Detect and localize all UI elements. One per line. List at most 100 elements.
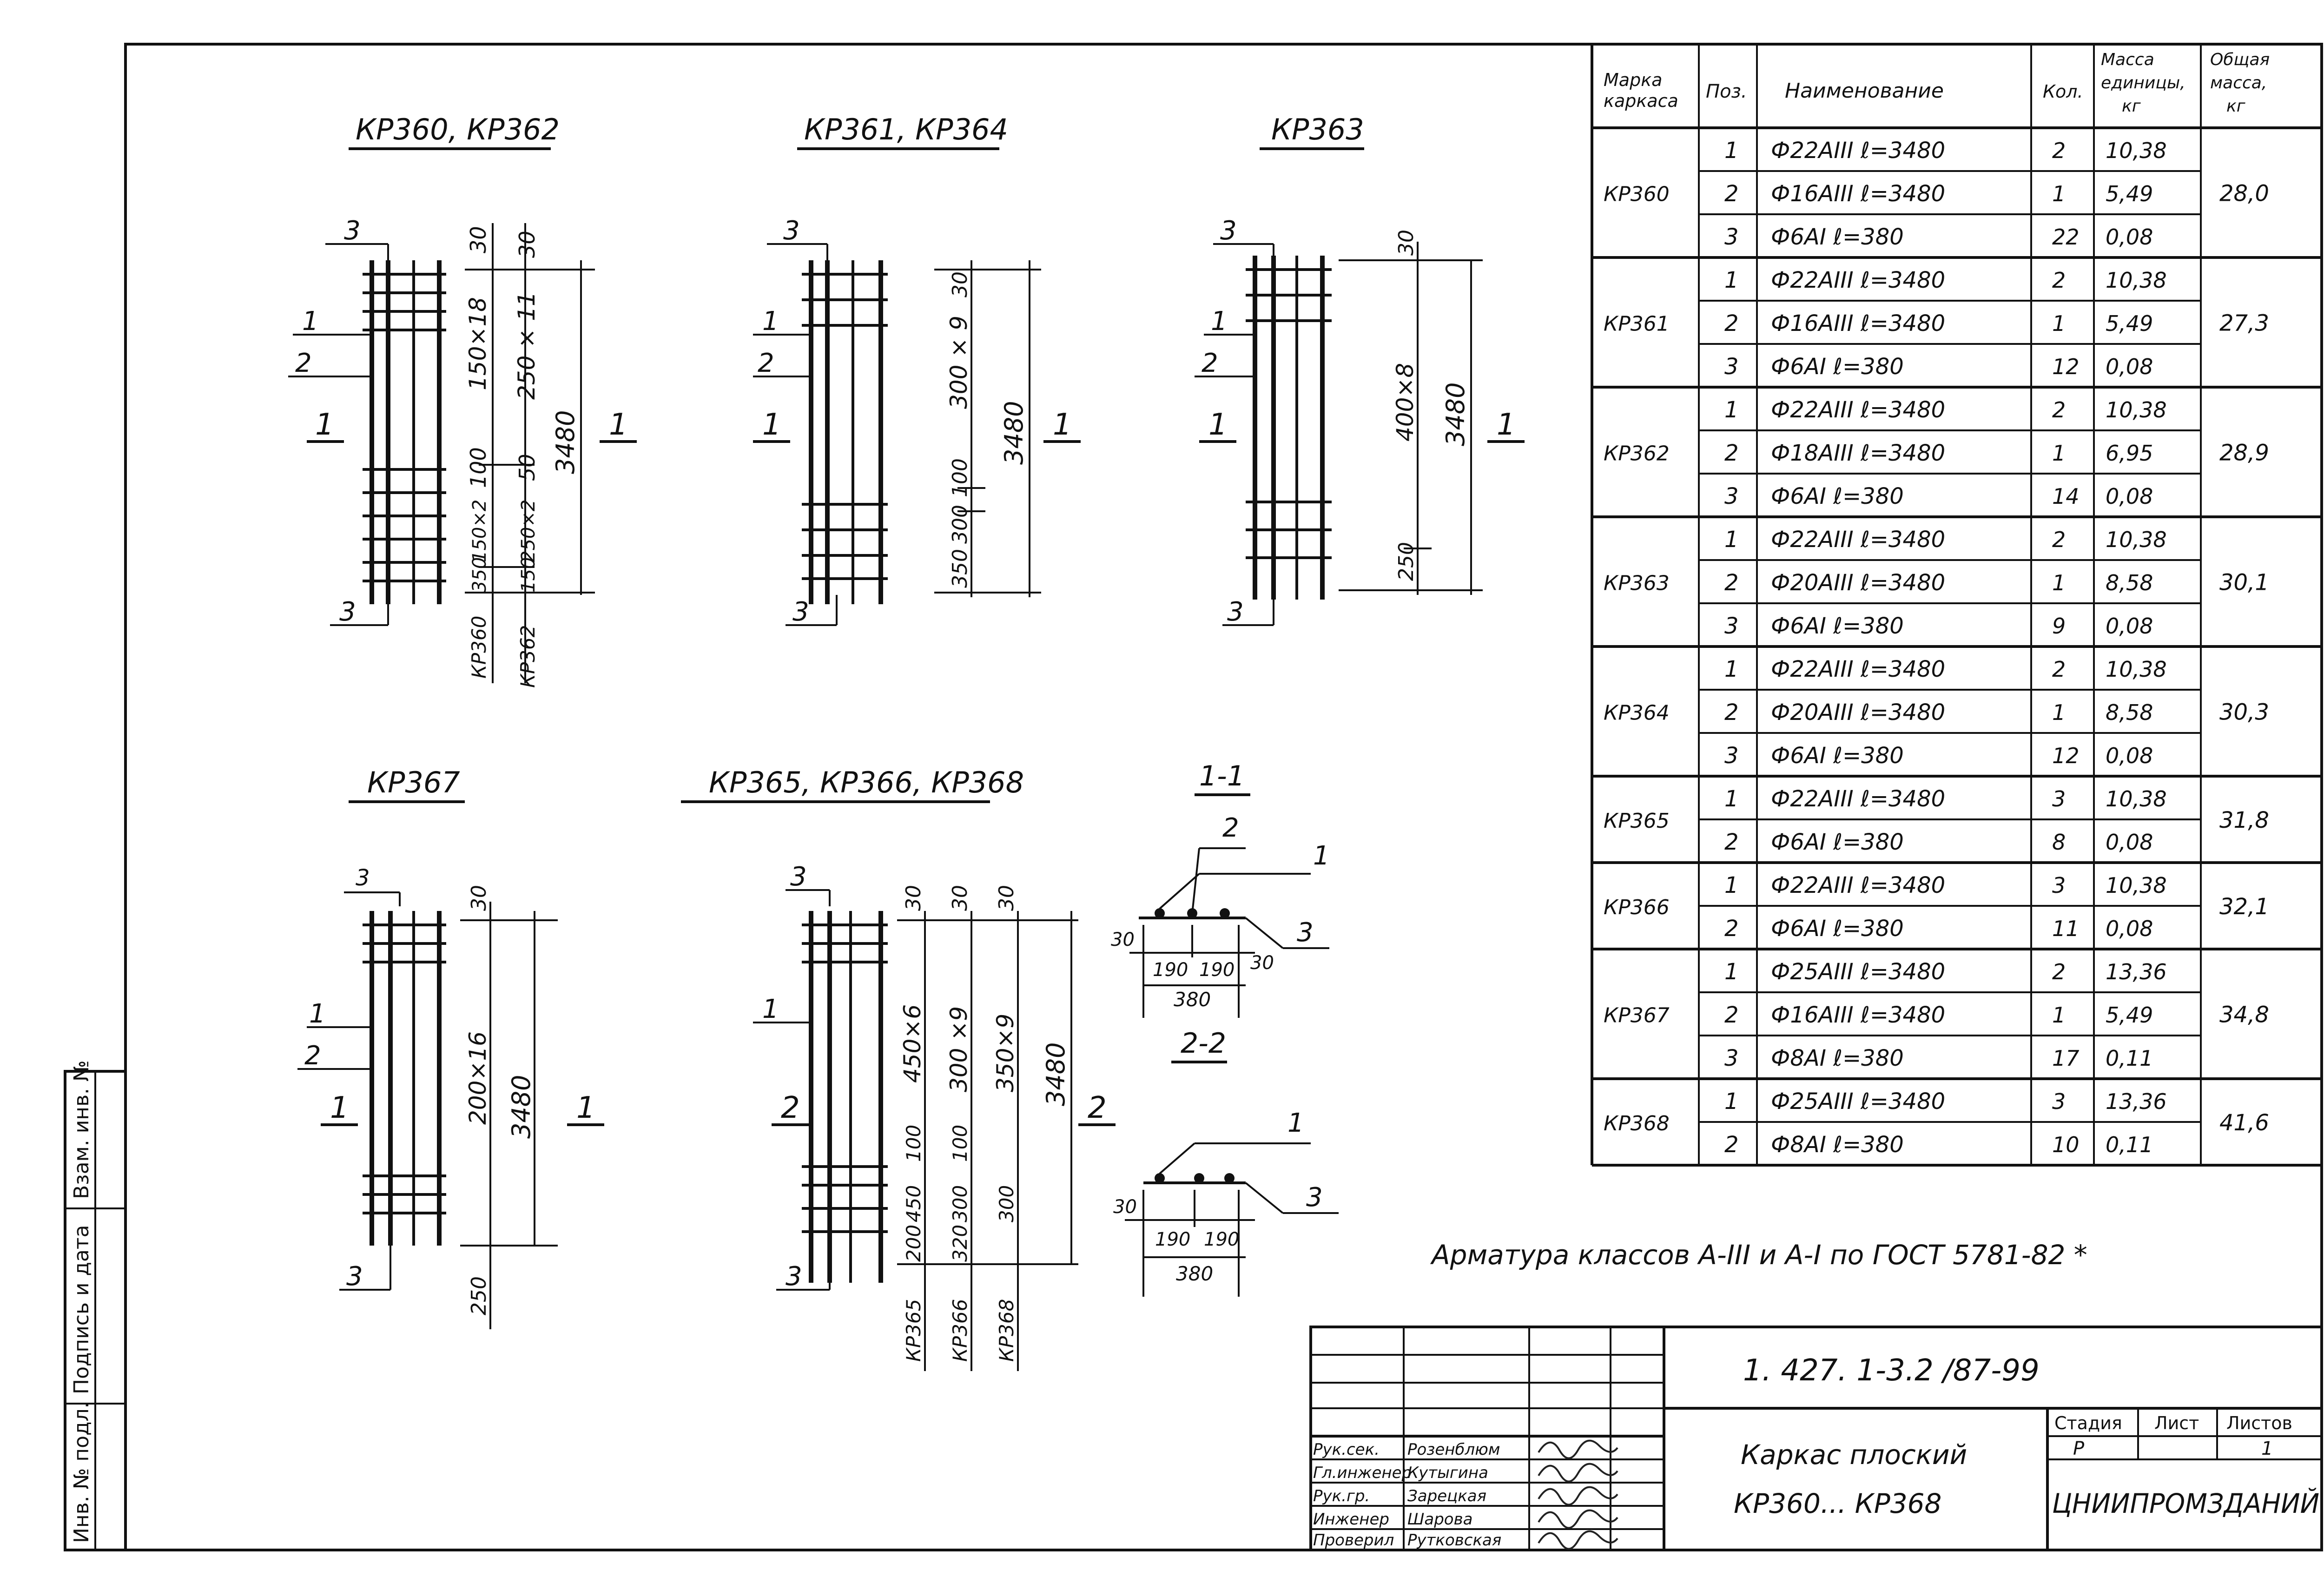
table-name-cell: Ф6АI ℓ=380 [1771, 354, 1904, 380]
dim-bot-b: 150 [518, 557, 539, 593]
dim-low-a: 450 [902, 1185, 925, 1222]
view-kp361-kp364: КР361, КР364 3 1 2 1 1 3 30 300 × 9 100 [753, 112, 1081, 627]
dim-mid-b: 100 [949, 1125, 971, 1162]
view-title: КР363 [1271, 112, 1364, 146]
leader-2: 2 [1202, 348, 1218, 378]
section-mark-right: 2 [1088, 1091, 1107, 1125]
header-unit-mass-2: единицы, [2101, 73, 2185, 92]
table-qty-cell: 12 [2052, 354, 2080, 379]
view-title: КР365, КР366, КР368 [709, 765, 1024, 799]
table-name-cell: Ф22АIII ℓ=3480 [1771, 786, 1945, 812]
table-qty-cell: 2 [2052, 959, 2066, 984]
table-pos-cell: 2 [1724, 1002, 1739, 1028]
leader-3: 3 [1297, 917, 1314, 948]
dim-upper-b: 250 × 11 [513, 291, 540, 400]
table-unit-mass-cell: 0,11 [2106, 1046, 2153, 1071]
header-mark-2: каркаса [1604, 91, 1678, 111]
table-pos-cell: 1 [1724, 138, 1739, 164]
mark-kp362: КР362 [516, 625, 539, 688]
table-qty-cell: 3 [2052, 873, 2066, 898]
table-qty-cell: 8 [2052, 830, 2066, 855]
view-title: КР361, КР364 [804, 112, 1008, 146]
table-unit-mass-cell: 5,49 [2106, 311, 2153, 336]
section-mark-right: 1 [1053, 408, 1072, 442]
table-pos-cell: 2 [1724, 181, 1739, 207]
table-name-cell: Ф20АIII ℓ=3480 [1771, 570, 1945, 596]
table-pos-cell: 2 [1724, 310, 1739, 336]
table-pos-cell: 3 [1724, 354, 1739, 380]
table-unit-mass-cell: 0,08 [2106, 354, 2153, 379]
table-pos-cell: 2 [1724, 440, 1739, 466]
table-mark-cell: КР362 [1604, 442, 1670, 466]
table-qty-cell: 2 [2052, 138, 2066, 163]
handwritten-signature [1538, 1463, 1618, 1483]
sheet-label: Лист [2154, 1413, 2199, 1433]
dim-top-2: 30 [515, 231, 540, 258]
section-mark-right: 1 [609, 408, 628, 442]
table-pos-cell: 1 [1724, 656, 1739, 682]
table-qty-cell: 3 [2052, 1089, 2066, 1114]
signature-name: Шарова [1407, 1510, 1472, 1529]
table-name-cell: Ф22АIII ℓ=3480 [1771, 267, 1945, 293]
mark-kp365: КР365 [902, 1299, 925, 1362]
table-qty-cell: 1 [2052, 181, 2066, 206]
leader-1: 1 [309, 999, 326, 1029]
table-qty-cell: 2 [2052, 657, 2066, 682]
leader-2: 2 [304, 1041, 321, 1071]
dim-mid: 100 [948, 458, 972, 497]
section-mark-left: 1 [330, 1091, 349, 1125]
table-unit-mass-cell: 5,49 [2106, 1003, 2153, 1028]
dim-left: 30 [1111, 929, 1135, 950]
table-unit-mass-cell: 13,36 [2106, 959, 2167, 984]
table-unit-mass-cell: 10,38 [2106, 138, 2167, 163]
sheets-label: Листов [2226, 1413, 2292, 1433]
table-mark-cell: КР365 [1604, 809, 1670, 833]
title-block: 1. 427. 1-3.2 /87-99 Каркас плоский КР36… [1309, 1326, 2323, 1551]
table-unit-mass-cell: 0,08 [2106, 743, 2153, 768]
table-unit-mass-cell: 0,08 [2106, 916, 2153, 941]
table-qty-cell: 22 [2052, 224, 2080, 250]
title-line-1: Каркас плоский [1741, 1439, 1967, 1471]
mark-kp366: КР366 [949, 1299, 971, 1362]
table-total-mass-cell: 31,8 [2219, 807, 2269, 833]
side-stamp-label-2: Подпись и дата [70, 1225, 93, 1394]
handwritten-signature [1538, 1530, 1618, 1550]
dim-upper-a: 150×18 [464, 297, 491, 390]
side-stamp: Взам. инв. № Подпись и дата Инв. № подл. [64, 1060, 127, 1551]
table-mark-cell: КР367 [1604, 1004, 1670, 1028]
leader-1: 1 [762, 994, 779, 1024]
leader-1: 1 [762, 306, 779, 336]
header-total-mass-2: масса, [2210, 73, 2267, 92]
dim-low-b: 250×2 [518, 500, 539, 562]
side-stamp-label-1: Инв. № подл. [70, 1402, 93, 1543]
leader-1: 1 [302, 306, 319, 336]
table-mark-cell: КР368 [1604, 1112, 1670, 1135]
title-line-2: КР360... КР368 [1734, 1488, 1941, 1519]
dim-a: 190 [1155, 1229, 1190, 1250]
dim-b: 190 [1204, 1229, 1239, 1250]
table-unit-mass-cell: 10,38 [2106, 527, 2167, 552]
dim-b: 190 [1199, 959, 1235, 981]
dim-bot: 350 [948, 549, 972, 588]
signature-role: Рук.гр. [1313, 1487, 1370, 1505]
table-qty-cell: 10 [2052, 1132, 2080, 1157]
leader-1: 1 [1211, 306, 1228, 336]
table-name-cell: Ф25АIII ℓ=3480 [1771, 1088, 1945, 1115]
table-name-cell: Ф18АIII ℓ=3480 [1771, 440, 1945, 466]
table-pos-cell: 1 [1724, 267, 1739, 293]
dim-upper-b: 300 ×9 [945, 1006, 972, 1092]
table-qty-cell: 1 [2052, 700, 2066, 725]
table-name-cell: Ф8АI ℓ=380 [1771, 1045, 1904, 1071]
dim-top-c: 30 [995, 885, 1018, 911]
table-name-cell: Ф22АIII ℓ=3480 [1771, 138, 1945, 164]
org-name: ЦНИИПРОМЗДАНИЙ [2052, 1487, 2319, 1519]
table-pos-cell: 3 [1724, 483, 1739, 509]
table-total-mass-cell: 34,8 [2219, 1002, 2269, 1028]
dim-upper: 300 × 9 [945, 316, 972, 409]
leader-3-bottom: 3 [339, 597, 356, 627]
dim-top-a: 30 [902, 885, 925, 911]
table-total-mass-cell: 27,3 [2219, 310, 2269, 336]
section-title: 2-2 [1181, 1027, 1226, 1060]
dim-top-1: 30 [466, 226, 491, 253]
signature-role: Рук.сек. [1313, 1440, 1380, 1459]
